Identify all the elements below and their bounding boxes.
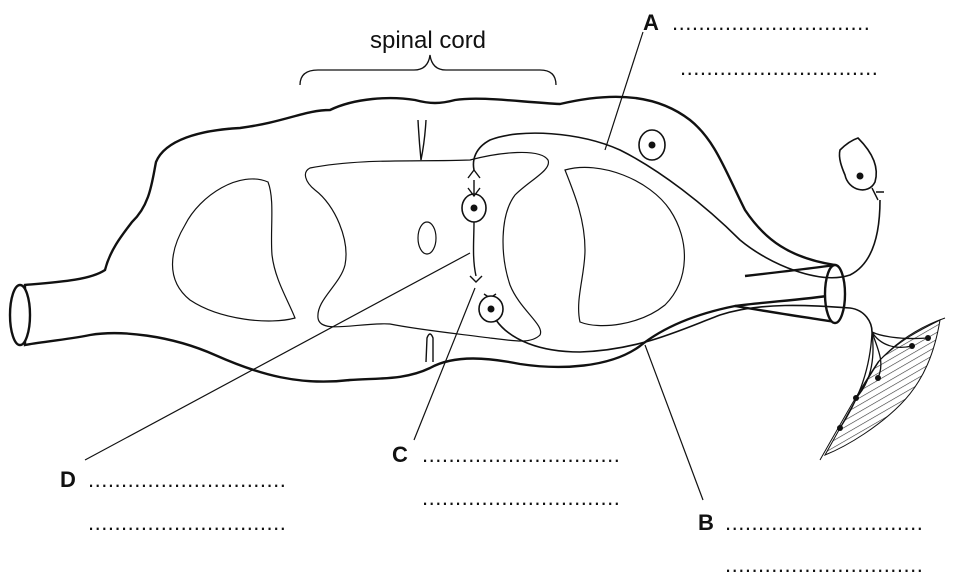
answer-line-D2: .............................. — [88, 510, 286, 535]
motor-neuron-nucleus — [488, 306, 495, 313]
spinal-nerve-left-end — [10, 285, 30, 345]
spinal-nerve-right-end — [825, 265, 845, 323]
answer-line-B2: .............................. — [725, 552, 923, 577]
leader-line-B — [645, 345, 703, 500]
answer-line-A2: .............................. — [680, 55, 878, 80]
receptor-terminal — [872, 188, 884, 200]
label-D: D — [60, 467, 76, 492]
answer-line-D1: .............................. — [88, 467, 286, 492]
spinal-cord-outline — [25, 97, 835, 382]
effector-muscle — [825, 320, 940, 455]
relay-neuron-nucleus — [471, 205, 478, 212]
label-B: B — [698, 510, 714, 535]
receptor-cell — [839, 138, 876, 190]
answer-line-A1: .............................. — [672, 10, 870, 35]
label-A: A — [643, 10, 659, 35]
answer-line-C2: .............................. — [422, 485, 620, 510]
spinal-cord-bracket — [300, 55, 556, 85]
receptor-nucleus — [857, 173, 864, 180]
answer-line-B1: .............................. — [725, 510, 923, 535]
spinal-cord-label: spinal cord — [370, 27, 486, 54]
dorsal-root-ganglion-nucleus — [649, 142, 656, 149]
label-C: C — [392, 442, 408, 467]
answer-line-C1: .............................. — [422, 442, 620, 467]
